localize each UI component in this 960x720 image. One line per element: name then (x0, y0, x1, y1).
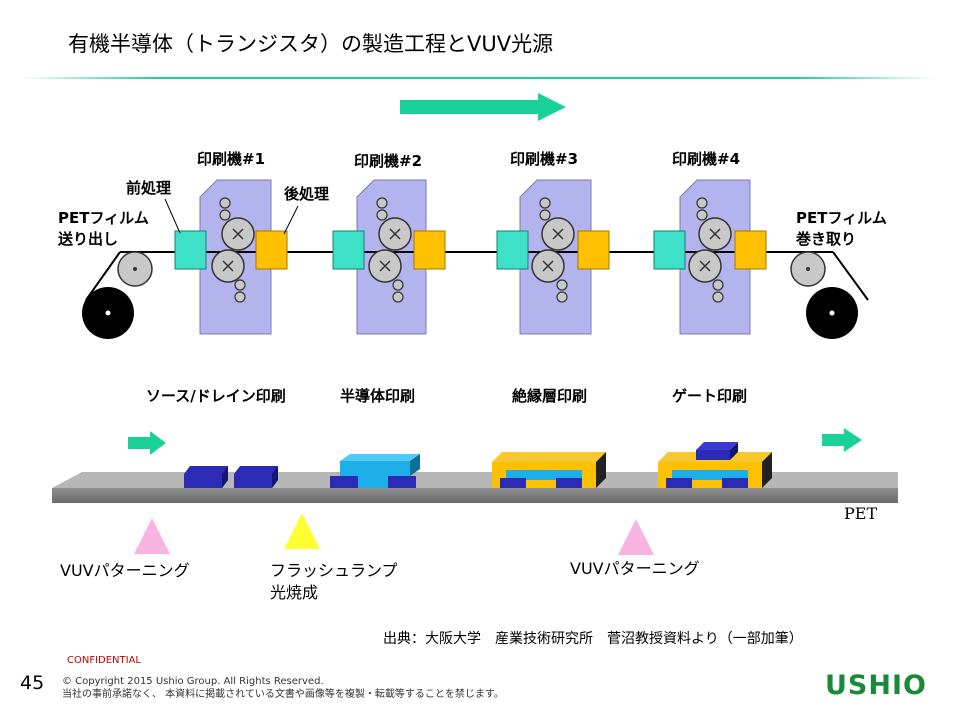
title-rule (20, 77, 935, 79)
printer-4-label: 印刷機#4 (672, 150, 741, 168)
device-step-4 (658, 442, 772, 488)
takeup-reel (806, 287, 858, 339)
ushio-logo: USHIO (825, 670, 927, 701)
flash-lamp-label: フラッシュランプ 光焼成 (270, 561, 398, 602)
copyright-notice: © Copyright 2015 Ushio Group. All Rights… (62, 676, 504, 700)
vuv-marker-1 (134, 518, 170, 554)
step-insulator: 絶縁層印刷 (512, 387, 588, 405)
vuv-patterning-label-2: VUVパターニング (570, 559, 700, 578)
page-title: 有機半導体（トランジスタ）の製造工程とVUV光源 (68, 32, 554, 56)
printer-2-label: 印刷機#2 (354, 152, 423, 170)
device-step-1 (184, 466, 278, 488)
direction-arrow-top (400, 93, 566, 121)
step-semiconductor: 半導体印刷 (340, 387, 416, 405)
pet-substrate-label: PET (844, 504, 878, 523)
direction-arrow-left (128, 431, 166, 455)
guide-roller-left (117, 251, 153, 287)
step-source-drain: ソース/ドレイン印刷 (146, 387, 286, 405)
confidential-label: CONFIDENTIAL (67, 655, 142, 666)
printer-1-label: 印刷機#1 (197, 150, 266, 168)
guide-roller-right (790, 251, 826, 287)
source-citation: 出典：大阪大学 産業技術研究所 菅沼教授資料より（一部加筆） (383, 631, 803, 647)
pre-treatment-label: 前処理 (126, 179, 172, 197)
printer-3-label: 印刷機#3 (510, 150, 579, 168)
printer-rollers (211, 217, 732, 283)
post-treatment-label: 後処理 (284, 185, 330, 203)
small-rollers (219, 197, 724, 303)
supply-reel (82, 287, 134, 339)
device-step-3 (492, 452, 606, 488)
pet-takeup-label: PETフィルム 巻き取り (796, 209, 887, 248)
step-gate: ゲート印刷 (672, 387, 748, 405)
flash-lamp-marker (284, 513, 320, 549)
device-step-2 (330, 454, 420, 488)
post-treatment-blocks (255, 230, 767, 270)
vuv-marker-2 (618, 519, 654, 555)
direction-arrow-right (822, 428, 862, 452)
page-number: 45 (20, 672, 45, 694)
vuv-patterning-label-1: VUVパターニング (60, 561, 190, 580)
pre-treatment-blocks (174, 230, 686, 270)
pet-feed-label: PETフィルム 送り出し (58, 209, 149, 248)
